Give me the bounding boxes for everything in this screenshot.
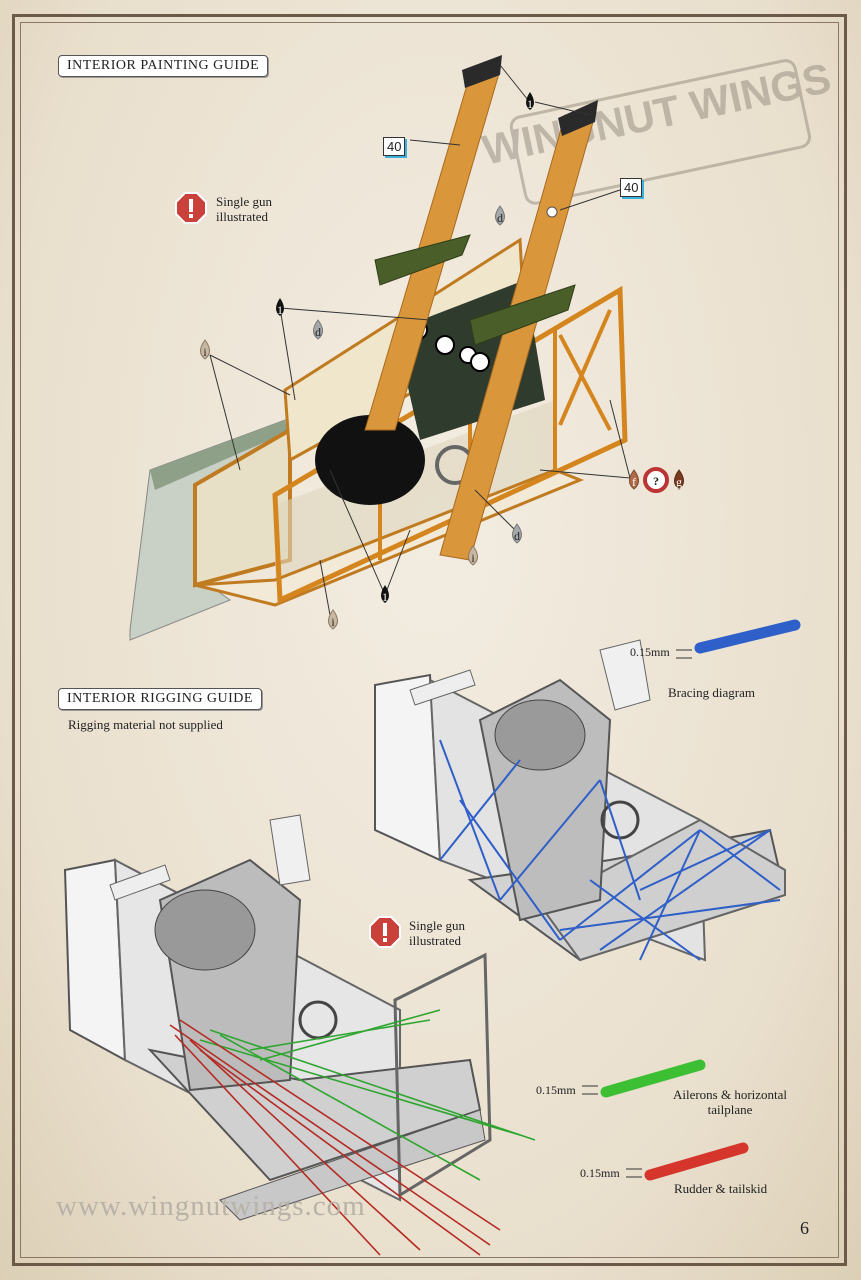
callout-1c: 1 [381,585,389,604]
callout-d2: d [313,319,323,340]
warning-icon-bottom [369,916,401,948]
callout-d1: d [495,205,505,226]
wingnut-wings-logo: WINGNUT WINGS [478,54,835,205]
bracing-rod-swatch [676,619,801,659]
ailerons-size-label: 0.15mm [536,1083,576,1097]
control-rigging-illustration [63,814,536,1256]
green-panel-left [374,234,471,286]
callout-1a: 1 [526,92,534,111]
page-frame [12,14,847,1266]
seat [315,415,425,505]
svg-text:d: d [497,211,503,225]
rigging-guide-subtitle: Rigging material not supplied [68,717,223,732]
wing-edge [150,420,288,490]
svg-text:g: g [676,475,682,489]
svg-text:i: i [331,615,335,629]
callout-1b: 1 [276,298,284,317]
part-number-40-right: 40 [620,178,643,197]
page-frame-inner [20,22,839,1258]
website-url: www.wingnutwings.com [56,1190,366,1222]
callout-d3: d [512,523,522,544]
part-number-40-left: 40 [383,137,406,156]
svg-text:1: 1 [382,590,388,604]
svg-text:?: ? [653,474,659,488]
callout-i1: i [200,339,210,360]
ailerons-label: Ailerons & horizontal tailplane [672,1087,788,1117]
callout-i3: i [328,609,338,630]
svg-text:1: 1 [277,303,283,317]
painting-guide-title: INTERIOR PAINTING GUIDE [58,55,269,77]
svg-text:i: i [203,345,207,359]
rudder-size-label: 0.15mm [580,1166,620,1180]
svg-text:i: i [471,551,475,565]
bracing-diagram-illustration [374,639,787,962]
aileron-rod-swatch [582,1059,706,1098]
callout-f: f [629,469,639,490]
warning-icon-top [175,192,207,224]
svg-text:f: f [632,475,636,489]
svg-text:d: d [514,529,520,543]
bracing-label: Bracing diagram [668,685,755,700]
svg-text:d: d [315,325,321,339]
rigging-guide-title: INTERIOR RIGGING GUIDE [58,688,262,710]
single-gun-note-top: Single gun illustrated [216,194,272,224]
single-gun-note-bottom: Single gun illustrated [409,918,465,948]
page-number: 6 [800,1218,809,1238]
callout-g: g [674,469,684,490]
green-panel-right [469,284,576,346]
painting-guide-illustration: 1 1 1 d d d i i i f ? g [129,55,684,641]
callout-question: ? [643,467,669,493]
rudder-label: Rudder & tailskid [674,1181,768,1196]
rudder-rod-swatch [626,1142,749,1181]
bracing-size-label: 0.15mm [630,645,670,659]
callout-i2: i [468,545,478,566]
svg-text:1: 1 [527,97,533,111]
